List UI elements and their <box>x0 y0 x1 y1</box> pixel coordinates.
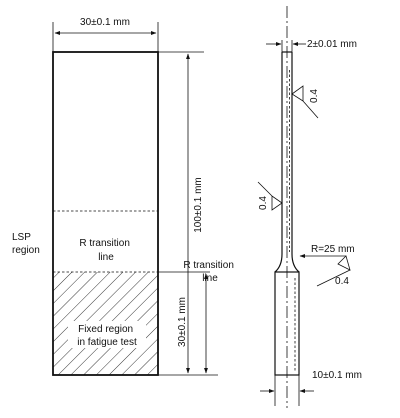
fixed-dim-label: 30±0.1 mm <box>177 297 188 347</box>
side-view: 2±0.01 mm 0.4 0.4 R transition line R=25… <box>183 6 362 408</box>
fixed-region-label: Fixed region in fatigue test <box>77 324 137 348</box>
width-dim-label: 30±0.1 mm <box>80 17 130 28</box>
roughness-symbol-3 <box>316 255 351 287</box>
height-dim-label: 100±0.1 mm <box>193 177 204 233</box>
roughness-value-2: 0.4 <box>258 196 269 210</box>
lsp-region-label: LSP region <box>12 232 40 256</box>
side-transition-label: R transition line <box>183 260 236 284</box>
roughness-symbol-1 <box>291 85 319 119</box>
fillet-left <box>274 253 283 273</box>
front-transition-label: R transition line <box>79 238 132 263</box>
grip-section <box>274 271 300 376</box>
fillet-right <box>291 253 300 273</box>
front-view: 30±0.1 mm R transition line Fixed region… <box>12 17 218 376</box>
specimen-outline <box>52 51 159 376</box>
thickness-dim-label: 2±0.01 mm <box>307 39 357 50</box>
radius-label: R=25 mm <box>311 244 355 255</box>
fixed-label-bg <box>68 321 146 348</box>
bottom-dim-label: 10±0.1 mm <box>312 370 362 381</box>
roughness-value-3: 0.4 <box>335 276 349 287</box>
roughness-symbol-2 <box>257 181 283 211</box>
roughness-value-1: 0.4 <box>309 89 320 103</box>
